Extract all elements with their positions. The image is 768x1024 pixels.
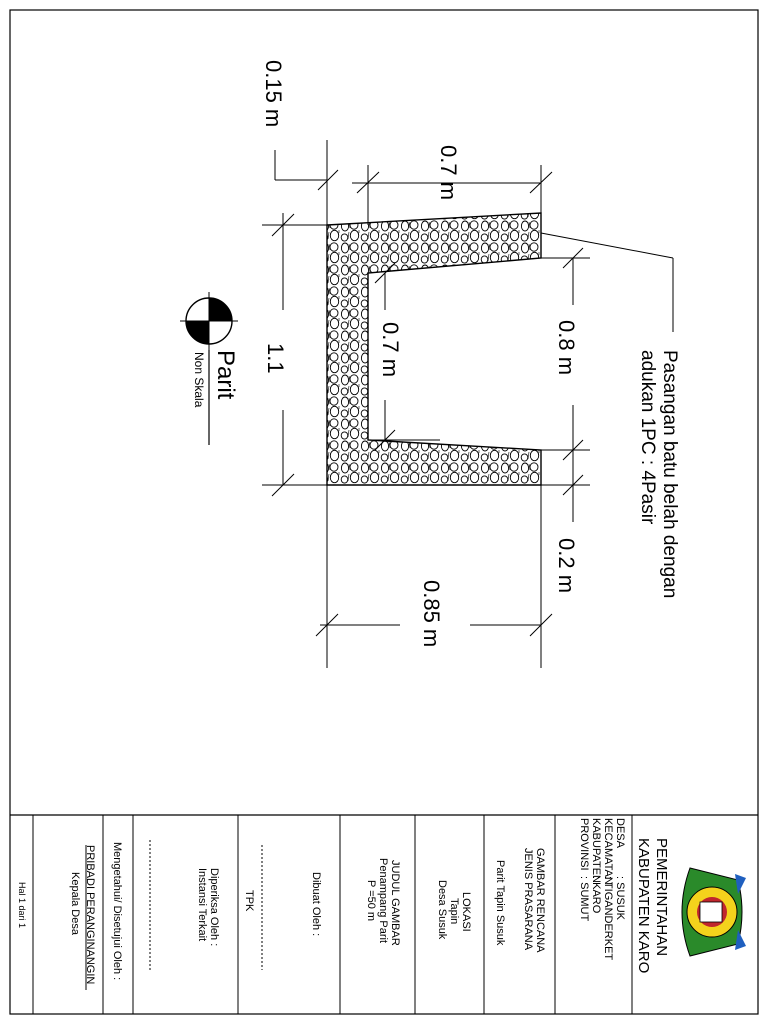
dimension-lines [262, 140, 674, 668]
plan-project: Parit Tapin Susuk [494, 860, 506, 946]
title-block [32, 815, 633, 1014]
title-block-text: PEMERINTAHAN KABUPATEN KARO DESA KECAMAT… [17, 818, 670, 984]
dim-wall-top: 0.15 m [261, 60, 286, 127]
signatory-name: PRIBADI PERANGINANGIN [84, 845, 96, 984]
section-symbol-icon [180, 292, 238, 445]
plan-title-line2: JENIS PRASARANA [522, 848, 534, 951]
material-label-line2: adukan 1PC : 4Pasir [637, 350, 658, 525]
drawing-title-line2: P =50 m [365, 880, 377, 921]
dim-inner-depth: 0.7 m [378, 322, 403, 377]
section-scale-note: Non Skala [192, 352, 206, 408]
checked-by-line1: Diperiksa Oleh : [208, 868, 220, 946]
drawing-title-label: JUDUL GAMBAR [389, 860, 401, 946]
gov-line1: PEMERINTAHAN [653, 838, 670, 956]
channel-masonry [326, 212, 542, 486]
dim-wall-bottom: 0.2 m [554, 538, 579, 593]
signatory-title: Kepala Desa [69, 872, 81, 936]
material-label-line1: Pasangan batu belah dengan [659, 350, 680, 598]
plan-title-line1: GAMBAR RENCANA [534, 848, 546, 953]
admin-label-desa: DESA [614, 818, 626, 849]
location-line1: Tapin [448, 898, 460, 924]
section-title: Parit [212, 350, 239, 400]
location-line2: Desa Susuk [436, 880, 448, 940]
tpk-label: TPK [243, 890, 255, 912]
admin-value-provinsi: : SUMUT [578, 876, 590, 922]
dim-base: 0.85 m [419, 580, 444, 647]
gov-line2: KABUPATEN KARO [635, 838, 652, 973]
made-by: Dibuat Oleh : [310, 872, 322, 936]
drawing-title-line1: Penampang Parit [377, 858, 389, 943]
dim-outer-top: 0.7 m [436, 145, 461, 200]
admin-value-desa: : SUSUK [614, 876, 626, 921]
admin-label-kecamatan: KECAMATAN [602, 818, 614, 885]
drawing-labels: 0.15 m 0.7 m 1.1 0.7 m 0.8 m 0.2 m 0.85 … [192, 60, 680, 647]
admin-label-kabupaten: KABUPATEN [590, 818, 602, 883]
kabupaten-karo-logo-icon [681, 867, 746, 957]
admin-value-kecamatan: : TIGANDERKET [602, 876, 614, 960]
admin-value-kabupaten: : KARO [590, 876, 602, 914]
approved-by: Mengetahui/ Disetujui Oleh : [111, 842, 123, 980]
location-label: LOKASI [460, 892, 472, 932]
page-indicator: Hal 1 dari 1 [17, 882, 27, 928]
admin-label-provinsi: PROVINSI [578, 818, 590, 871]
dim-inner-width: 0.8 m [554, 320, 579, 375]
dim-total-height: 1.1 [263, 343, 288, 374]
sheet-border [9, 9, 759, 1015]
checked-by-line2: Instansi Terkait [196, 868, 208, 941]
